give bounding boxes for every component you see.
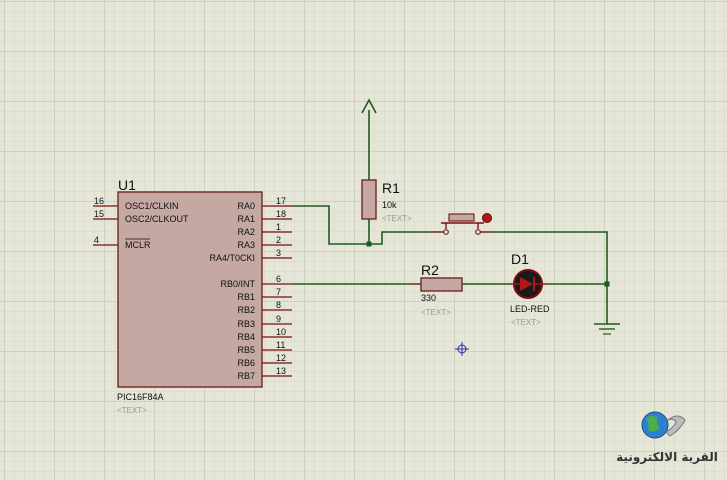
led-ref: D1 bbox=[511, 251, 529, 267]
pin-label: RB1 bbox=[237, 292, 255, 302]
pin-number: 1 bbox=[276, 222, 281, 232]
r1-text-placeholder: <TEXT> bbox=[382, 214, 412, 223]
ground-terminal[interactable] bbox=[594, 320, 620, 335]
r1-value: 10k bbox=[382, 200, 397, 210]
pin-label: RB6 bbox=[237, 358, 255, 368]
r1-ref: R1 bbox=[382, 180, 400, 196]
pin-number: 15 bbox=[94, 209, 104, 219]
watermark-logo bbox=[641, 411, 686, 439]
mcu-text-placeholder: <TEXT> bbox=[117, 406, 147, 415]
pin-number: 3 bbox=[276, 248, 281, 258]
pin-label: RB5 bbox=[237, 345, 255, 355]
pin-number: 6 bbox=[276, 274, 281, 284]
switch-plunger bbox=[448, 213, 475, 222]
pin-number: 13 bbox=[276, 366, 286, 376]
pin-number: 4 bbox=[94, 235, 99, 245]
r2-ref: R2 bbox=[421, 262, 439, 278]
power-terminal[interactable] bbox=[361, 98, 377, 114]
pin-number: 9 bbox=[276, 314, 281, 324]
pin-number: 2 bbox=[276, 235, 281, 245]
pin-label: RB3 bbox=[237, 319, 255, 329]
pin-number: 18 bbox=[276, 209, 286, 219]
mcu-body[interactable] bbox=[117, 191, 263, 388]
junction-dot bbox=[604, 281, 610, 287]
pin-label: RA4/T0CKI bbox=[209, 253, 255, 263]
pin-label: RB4 bbox=[237, 332, 255, 342]
r2-body[interactable] bbox=[420, 277, 463, 292]
pin-label: RB7 bbox=[237, 371, 255, 381]
push-button-component[interactable] bbox=[430, 213, 492, 235]
wrench-icon bbox=[665, 415, 686, 437]
led-value: LED-RED bbox=[510, 304, 550, 314]
junction-dot bbox=[366, 241, 372, 247]
pin-number: 8 bbox=[276, 300, 281, 310]
mcu-ref: U1 bbox=[118, 177, 136, 193]
pin-number: 17 bbox=[276, 196, 286, 206]
pin-label: OSC2/CLKOUT bbox=[125, 214, 189, 224]
pin-label: MCLR bbox=[125, 240, 151, 250]
r1-body[interactable] bbox=[361, 179, 377, 220]
pin-label: RB0/INT bbox=[220, 279, 255, 289]
r2-value: 330 bbox=[421, 293, 436, 303]
pin-label: RA0 bbox=[237, 201, 255, 211]
globe-land bbox=[646, 415, 660, 432]
pin-label: RB2 bbox=[237, 305, 255, 315]
pin-label: RA1 bbox=[237, 214, 255, 224]
pin-number: 10 bbox=[276, 327, 286, 337]
pin-number: 12 bbox=[276, 353, 286, 363]
led-text-placeholder: <TEXT> bbox=[511, 318, 541, 327]
r2-component[interactable]: R2 330 <TEXT> bbox=[409, 262, 463, 317]
led-component[interactable]: D1 LED-RED <TEXT> bbox=[509, 251, 550, 327]
origin-marker-icon bbox=[455, 342, 469, 356]
pin-label: RA2 bbox=[237, 227, 255, 237]
wires bbox=[292, 110, 610, 320]
pin-label: OSC1/CLKIN bbox=[125, 201, 179, 211]
mcu-part-name: PIC16F84A bbox=[117, 392, 164, 402]
pin-number: 7 bbox=[276, 287, 281, 297]
pin-label: RA3 bbox=[237, 240, 255, 250]
mcu-component[interactable]: U1 PIC16F84A <TEXT> bbox=[117, 177, 263, 415]
power-arrow-icon bbox=[361, 98, 377, 114]
led-diode-icon bbox=[520, 277, 533, 291]
r2-text-placeholder: <TEXT> bbox=[421, 308, 451, 317]
watermark-logo-text: القرية الالكترونية bbox=[616, 450, 718, 464]
r1-component[interactable]: R1 10k <TEXT> bbox=[361, 179, 412, 223]
mcu-right-pins: 17RA018RA11RA22RA33RA4/T0CKI6RB0/INT7RB1… bbox=[209, 196, 292, 381]
pin-number: 16 bbox=[94, 196, 104, 206]
switch-actuate-icon[interactable] bbox=[482, 213, 492, 223]
wire-switch-to-gnd[interactable] bbox=[492, 231, 608, 320]
pin-number: 11 bbox=[276, 340, 285, 350]
